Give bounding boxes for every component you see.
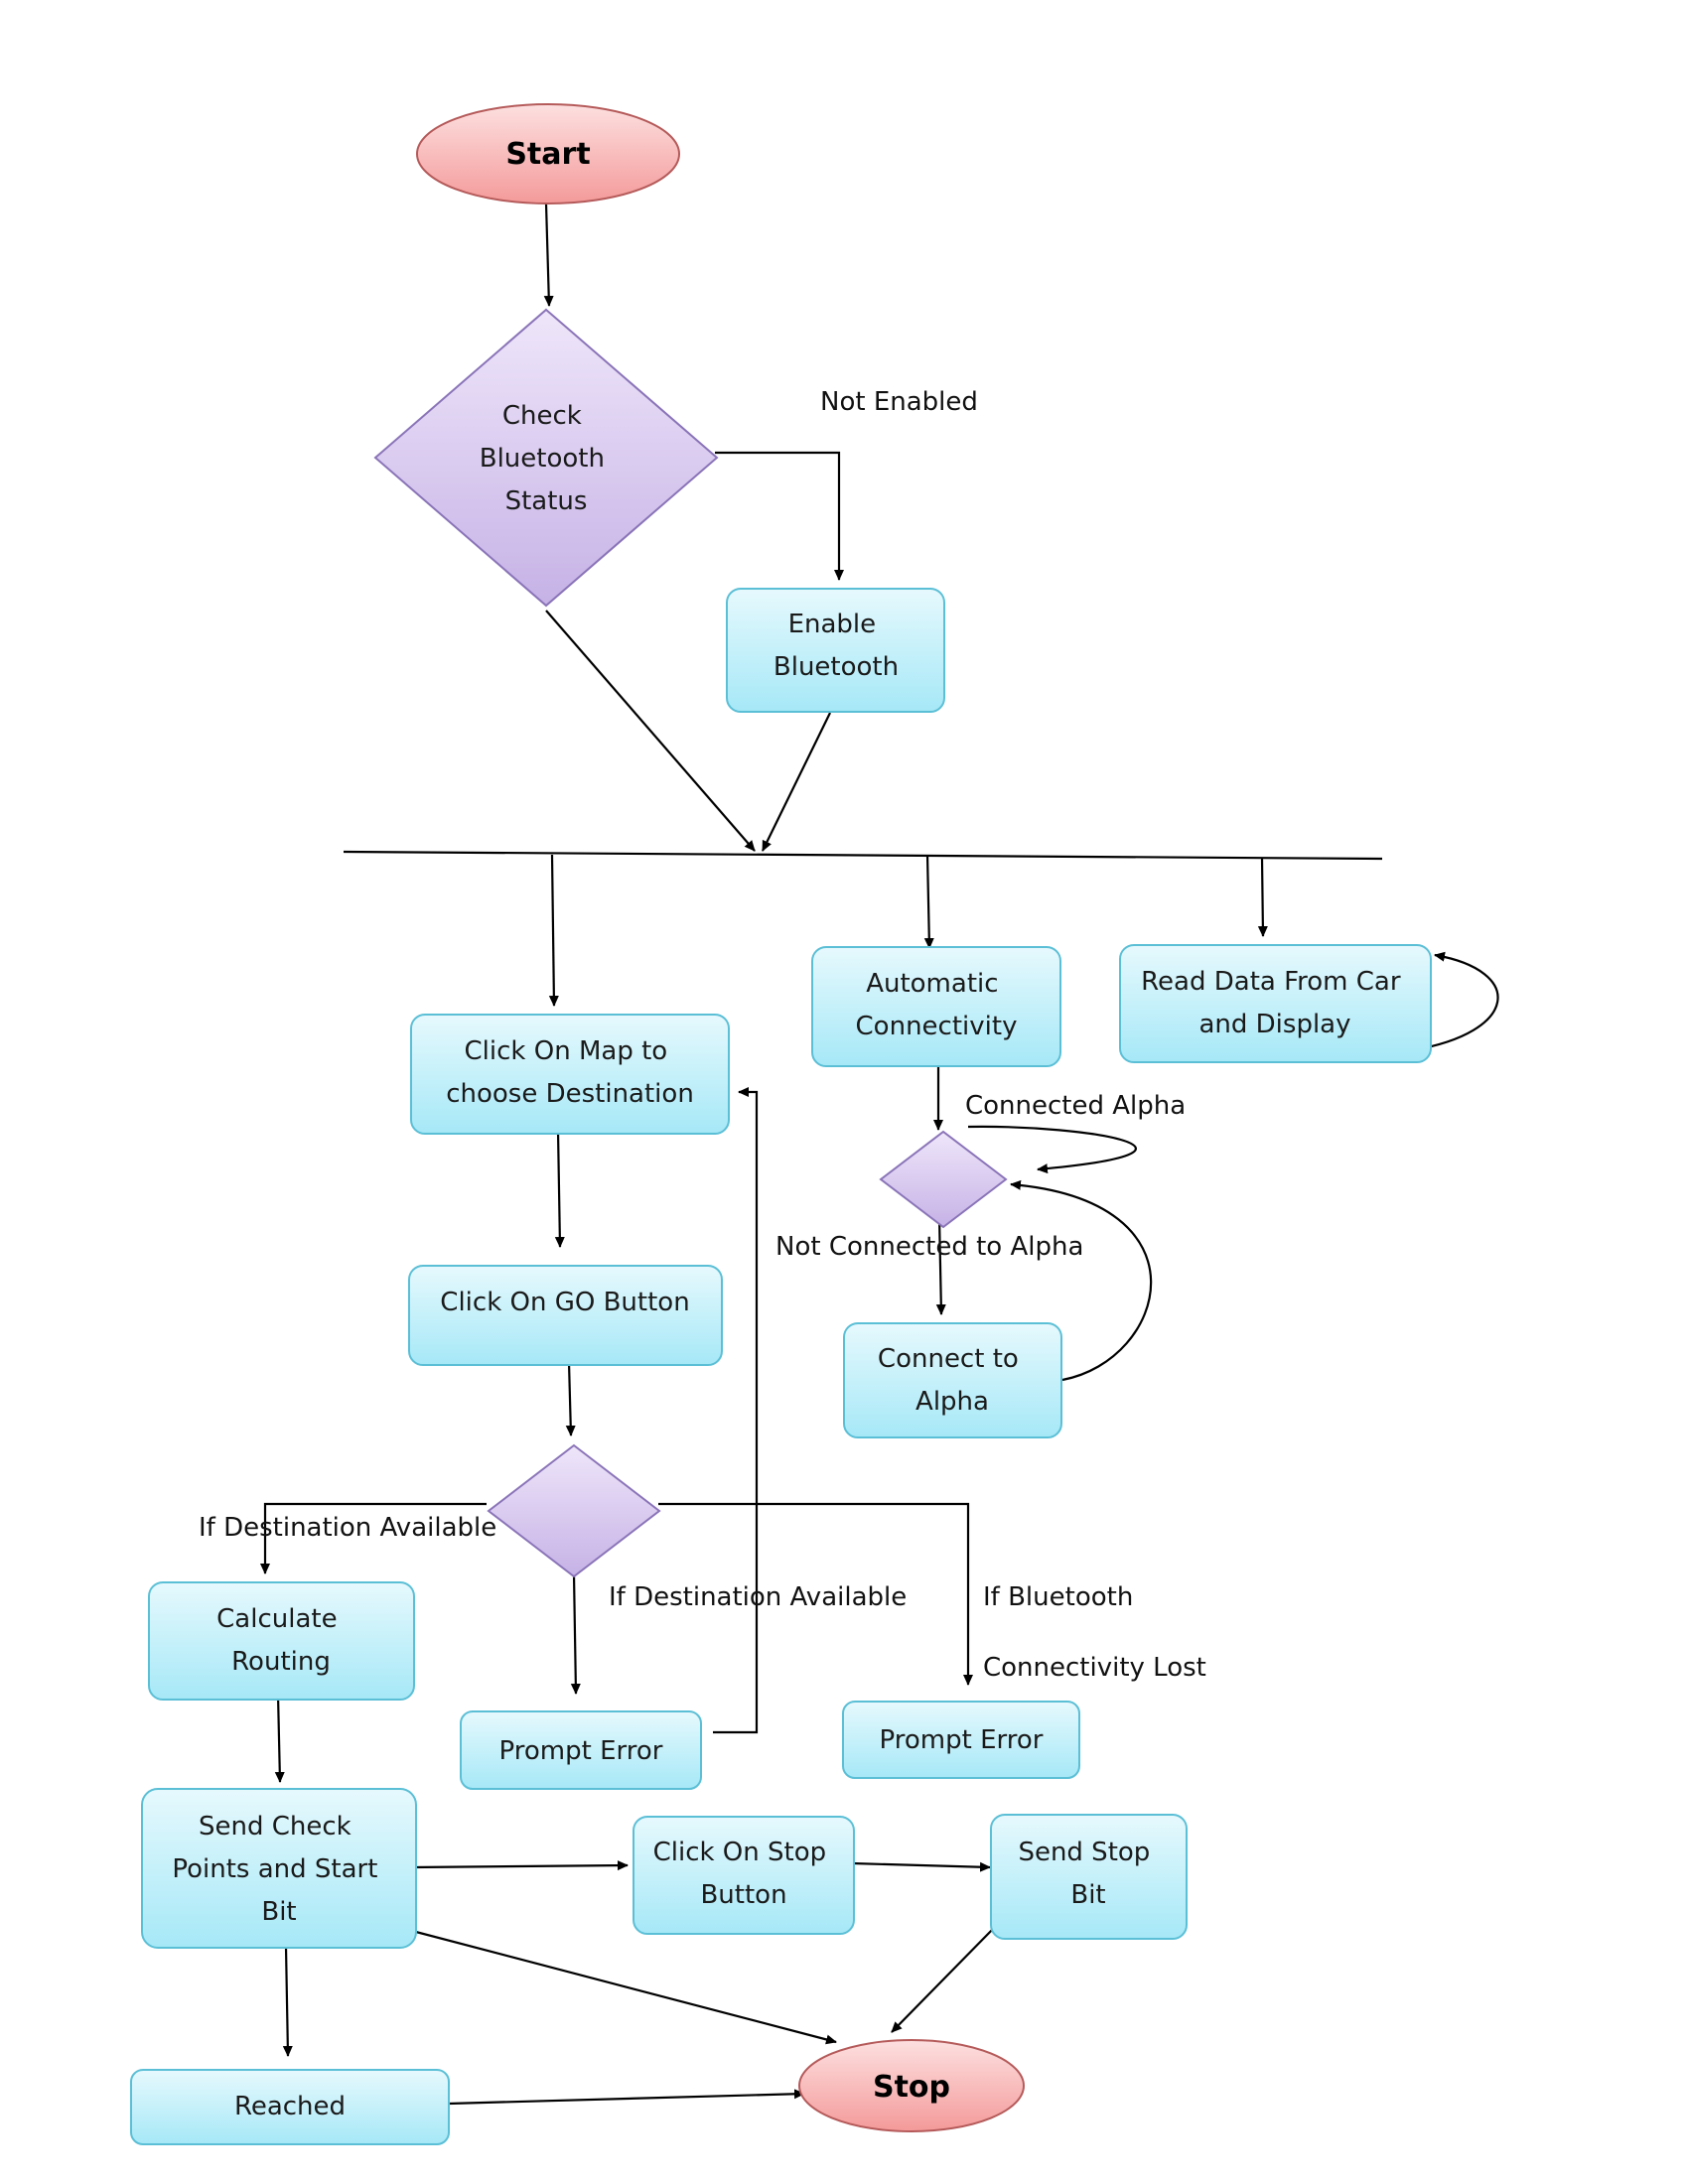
send-check-points-box: Send Check Points and Start Bit — [141, 1788, 417, 1949]
connect-alpha-line-2: Alpha — [915, 1387, 989, 1417]
sync-bar — [343, 850, 1383, 861]
bt-lost-line-1: If Bluetooth — [983, 1582, 1133, 1612]
svg-text:Click On Stop Button: Click On Stop Button — [653, 1838, 835, 1910]
start-node: Start — [416, 103, 680, 205]
send-stop-bit-box: Send Stop Bit — [990, 1814, 1188, 1940]
edge-sendcheck-stop — [411, 1929, 837, 2045]
read-data-line-2: and Display — [1198, 1010, 1350, 1039]
click-go-box: Click On GO Button — [408, 1265, 723, 1366]
label-if-bt-lost: If Bluetooth Connectivity Lost — [983, 1582, 1206, 1683]
read-data-box: Read Data From Car and Display — [1119, 944, 1432, 1063]
connect-alpha-box: Connect to Alpha — [843, 1322, 1062, 1438]
check-bluetooth-decision: Check Bluetooth Status — [373, 308, 719, 608]
stop-node: Stop — [798, 2039, 1025, 2132]
label-connected-alpha: Connected Alpha — [965, 1091, 1186, 1121]
edges — [260, 203, 1499, 2106]
prompt-error-label-2: Prompt Error — [880, 1725, 1044, 1755]
send-stop-line-2: Bit — [1070, 1880, 1105, 1910]
edge-diamond2-connect — [935, 1216, 946, 1315]
calc-line-2: Routing — [231, 1647, 331, 1677]
edge-go-diamond — [565, 1361, 576, 1436]
svg-text:Send Check Points and St: Send Check Points and Start Bit — [172, 1812, 385, 1927]
svg-text:Automatic Connectivity: Automatic Connectivity — [856, 969, 1018, 1041]
edge-calc-sendcheck — [274, 1694, 285, 1783]
edge-diamond3-prompt2 — [658, 1502, 973, 1686]
reached-box: Reached — [130, 2069, 450, 2145]
click-stop-box: Click On Stop Button — [633, 1816, 855, 1935]
svg-text:Enable Bluetooth: Enable Bluetooth — [774, 610, 899, 682]
stop-label: Stop — [873, 2070, 950, 2105]
reached-label: Reached — [234, 2092, 346, 2121]
send-check-line-3: Bit — [261, 1897, 296, 1927]
prompt-error-label-1: Prompt Error — [499, 1736, 663, 1766]
check-bt-line-1: Check — [502, 401, 582, 431]
edge-connect-diamond2 — [1010, 1179, 1153, 1382]
bt-lost-line-2: Connectivity Lost — [983, 1653, 1206, 1683]
edge-bar-clickmap — [548, 854, 559, 1007]
svg-text:Check Bluetooth St: Check Bluetooth Status — [480, 401, 613, 516]
check-bt-line-3: Status — [505, 486, 588, 516]
automatic-connectivity-box: Automatic Connectivity — [811, 946, 1061, 1067]
edge-reached-stop — [448, 2089, 805, 2106]
connect-alpha-line-1: Connect to — [878, 1344, 1019, 1374]
edge-check-bar — [545, 610, 756, 852]
edge-diamond-loop — [967, 1125, 1137, 1174]
edge-sendcheck-reached — [282, 1946, 293, 2057]
click-stop-line-2: Button — [700, 1880, 786, 1910]
label-not-enabled: Not Enabled — [820, 387, 978, 417]
label-if-dest-mid: If Destination Available — [609, 1582, 907, 1612]
read-data-line-1: Read Data From Car — [1141, 967, 1401, 997]
send-check-line-1: Send Check — [199, 1812, 352, 1842]
click-map-line-2: choose Destination — [446, 1079, 694, 1109]
calc-line-1: Calculate — [216, 1604, 337, 1634]
destination-decision — [487, 1443, 661, 1578]
svg-text:Send Stop Bit: Send Stop Bit — [1018, 1838, 1158, 1910]
click-go-label: Click On GO Button — [440, 1288, 689, 1317]
label-not-connected-alpha: Not Connected to Alpha — [775, 1232, 1083, 1262]
edge-clickmap-go — [554, 1130, 565, 1248]
label-if-dest-left: If Destination Available — [199, 1513, 496, 1543]
edge-bar-readdata — [1257, 857, 1268, 937]
svg-text:Click On Map to choose D: Click On Map to choose Destination — [446, 1036, 694, 1109]
click-map-line-1: Click On Map to — [465, 1036, 668, 1066]
calculate-routing-box: Calculate Routing — [148, 1581, 415, 1701]
edge-bar-auto — [923, 854, 934, 949]
prompt-error-box-2: Prompt Error — [842, 1701, 1080, 1779]
edge-diamond3-calc — [260, 1502, 487, 1574]
edge-enable-bar — [762, 712, 831, 852]
edge-start-check — [543, 203, 554, 307]
edge-sendcheck-clickstop — [411, 1860, 629, 1871]
edge-readdata-loop — [1411, 951, 1499, 1052]
start-label: Start — [505, 137, 590, 172]
click-map-box: Click On Map to choose Destination — [410, 1014, 730, 1135]
alpha-connection-decision — [879, 1130, 1008, 1229]
auto-conn-line-2: Connectivity — [856, 1012, 1018, 1041]
svg-text:Read Data From Car and D: Read Data From Car and Display — [1141, 967, 1409, 1039]
edge-diamond3-prompt1 — [570, 1572, 581, 1695]
prompt-error-box-1: Prompt Error — [460, 1710, 702, 1790]
enable-bt-line-2: Bluetooth — [774, 652, 899, 682]
enable-bluetooth-box: Enable Bluetooth — [726, 588, 945, 713]
edge-sendstop-stop — [891, 1925, 997, 2033]
click-stop-line-1: Click On Stop — [653, 1838, 827, 1867]
edge-check-enable — [715, 451, 844, 581]
send-check-line-2: Points and Start — [172, 1854, 377, 1884]
svg-text:Calculate Routing: Calculate Routing — [216, 1604, 346, 1677]
svg-text:Connect to Alpha: Connect to Alpha — [878, 1344, 1027, 1417]
enable-bt-line-1: Enable — [788, 610, 877, 639]
auto-conn-line-1: Automatic — [866, 969, 998, 999]
check-bt-line-2: Bluetooth — [480, 444, 605, 474]
edge-prompt1-clickmap — [713, 1087, 759, 1734]
edge-clickstop-sendstop — [851, 1861, 991, 1872]
send-stop-line-1: Send Stop — [1018, 1838, 1150, 1867]
